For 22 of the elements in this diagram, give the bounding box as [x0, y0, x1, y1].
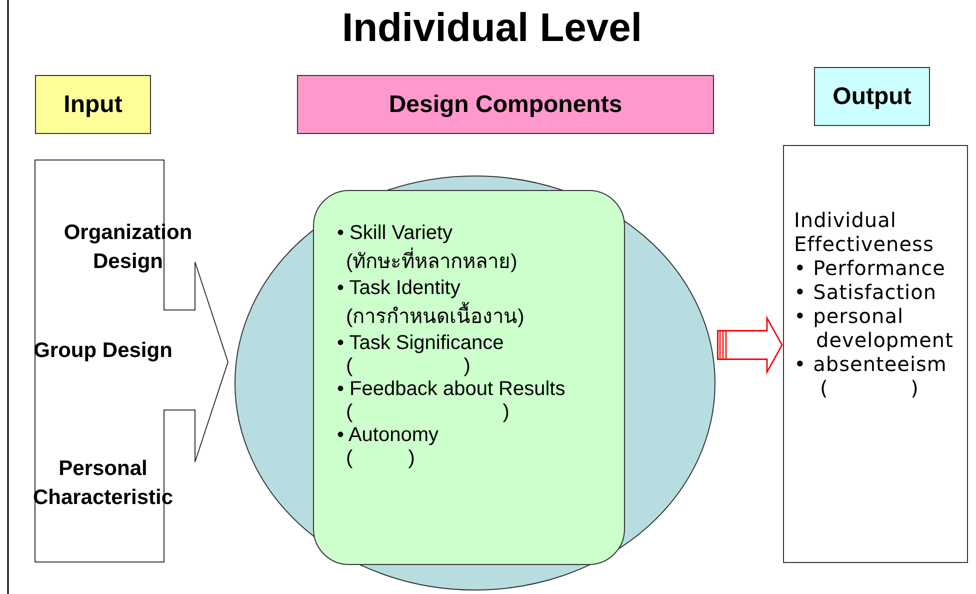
bullet-item: • Feedback about Results [337, 378, 566, 401]
bullet-item: • Performance [794, 256, 946, 280]
item-note: ( ) [346, 447, 415, 470]
title: Individual Level [340, 6, 644, 51]
bullet-item: • Autonomy [337, 424, 439, 447]
header-box: Design Components [297, 75, 714, 134]
bullet-item: • Skill Variety [337, 222, 453, 245]
item-note: (การกำหนดเนื้องาน) [346, 300, 524, 332]
item-note: ( ) [820, 376, 920, 400]
header-box: Output [814, 67, 930, 126]
item-note: ( ) [346, 401, 510, 424]
item-note: ( ) [346, 355, 470, 378]
bullet-item: • absenteeism [794, 352, 948, 376]
item-note: Individual Effectiveness [794, 208, 935, 256]
bullet-item: • personal development [794, 304, 954, 352]
bullet-item: • Task Significance [337, 332, 504, 355]
bullet-item: • Satisfaction [794, 280, 938, 304]
item-note: (ทักษะที่หลากหลาย) [346, 245, 518, 277]
rounded-box [313, 190, 625, 565]
bullet-item: • Task Identity [337, 277, 460, 300]
output-box [783, 145, 968, 563]
header-box: Input [35, 75, 151, 134]
